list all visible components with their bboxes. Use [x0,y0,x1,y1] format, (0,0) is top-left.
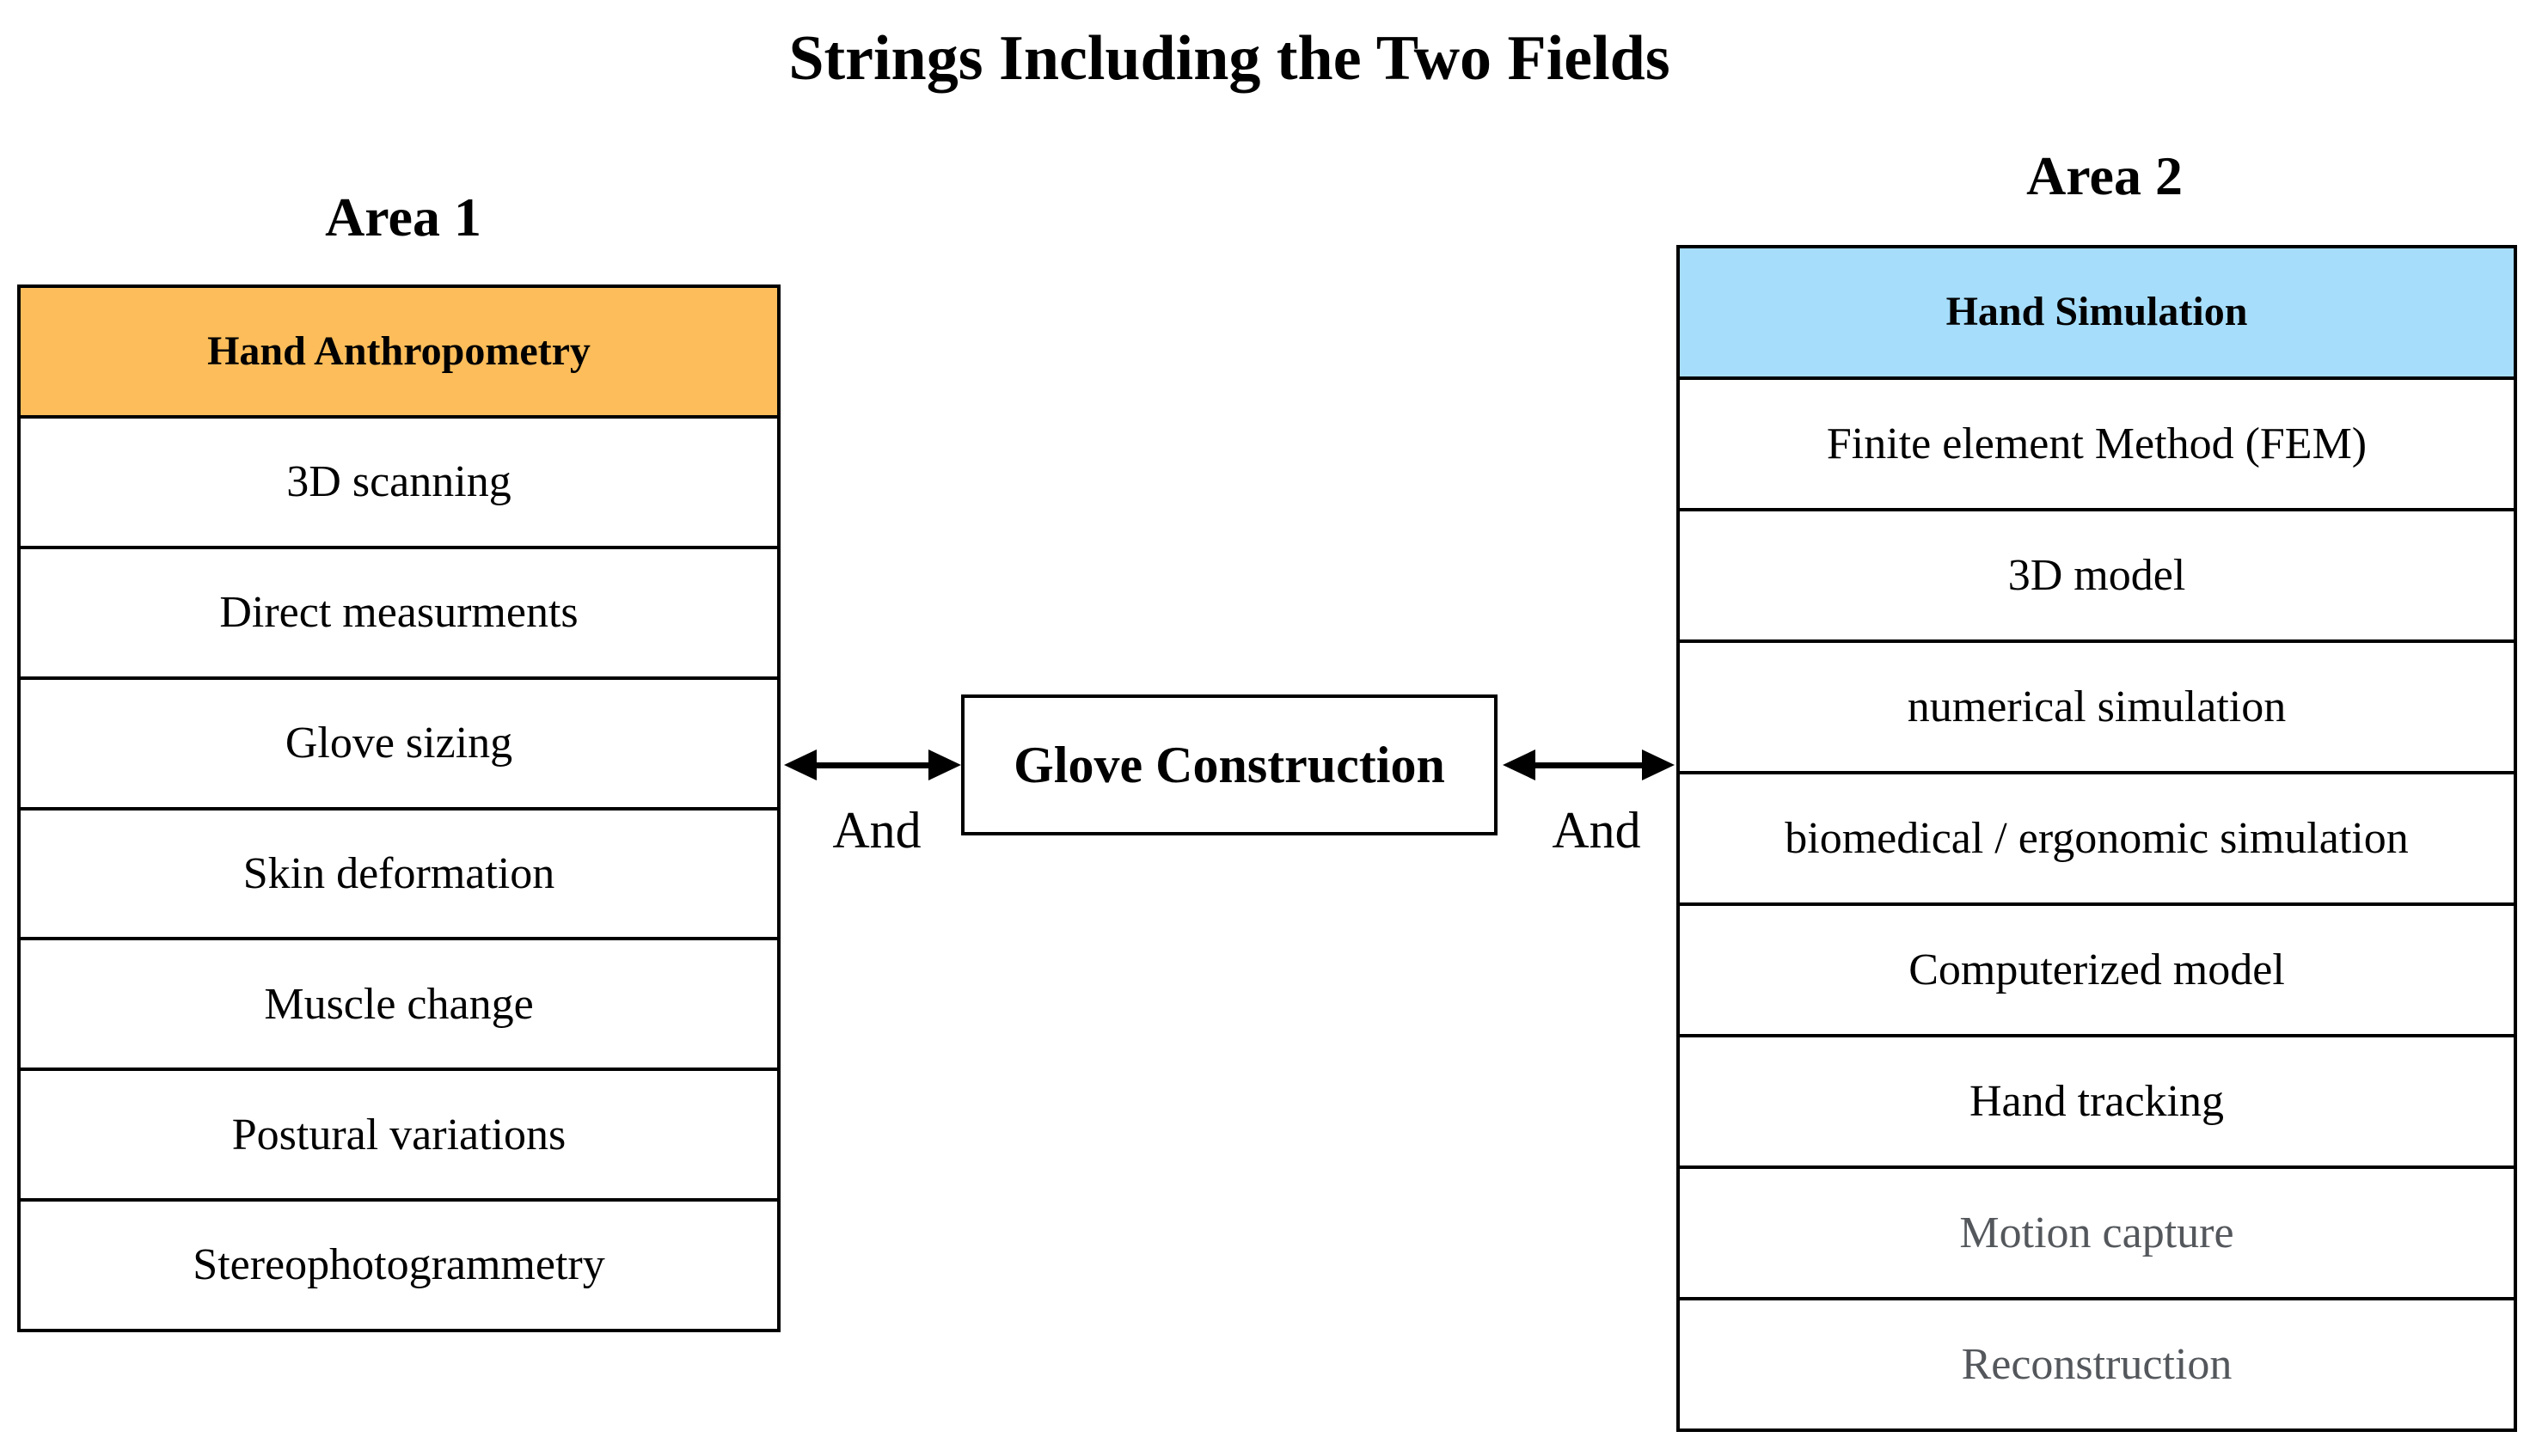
table-row: Direct measurments [21,545,777,676]
table-row: Stereophotogrammetry [21,1198,777,1329]
table-row: biomedical / ergonomic simulation [1680,771,2514,902]
table-row: Finite element Method (FEM) [1680,376,2514,508]
table-row: 3D model [1680,508,2514,639]
table-row: Hand tracking [1680,1034,2514,1165]
area2-label: Area 2 [2026,145,2183,206]
table-row: Motion capture [1680,1165,2514,1297]
and-operator-right: And [1552,802,1641,859]
table-row: 3D scanning [21,414,777,546]
area1-label: Area 1 [325,187,481,248]
table-row: Reconstruction [1680,1297,2514,1428]
table-row: Postural variations [21,1068,777,1198]
area1-header-cell: Hand Anthropometry [21,288,777,415]
table-row: Skin deformation [21,806,777,938]
area2-header-cell: Hand Simulation [1680,248,2514,376]
glove-construction-box: Glove Construction [961,694,1498,835]
diagram-title: Strings Including the Two Fields [788,23,1670,94]
table-row: Glove sizing [21,676,777,807]
area2-keyword-table: Hand Simulation Finite element Method (F… [1676,245,2517,1432]
table-row: Computerized model [1680,902,2514,1034]
table-row: Muscle change [21,937,777,1068]
and-operator-left: And [832,802,922,859]
area1-keyword-table: Hand Anthropometry 3D scanning Direct me… [17,284,781,1332]
double-arrow-left-icon [784,749,961,780]
double-arrow-right-icon [1503,749,1675,780]
table-row: numerical simulation [1680,639,2514,771]
